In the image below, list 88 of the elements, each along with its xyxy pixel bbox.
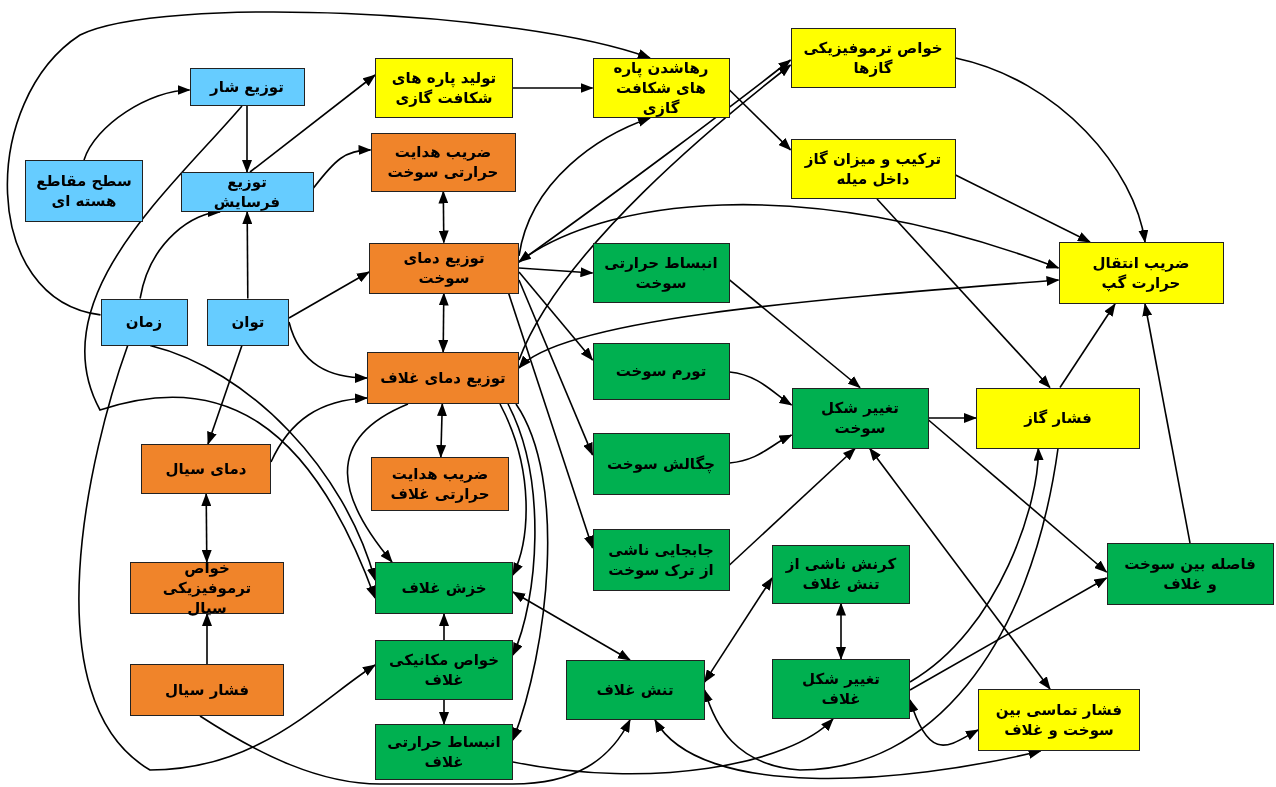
process-box: فشار سیال [130,664,284,716]
process-box: خواص ترموفیزیکی سیال [130,562,284,614]
process-box: خواص مکانیکی غلاف [375,640,513,700]
arrow [954,57,1148,243]
arrow [242,105,252,173]
process-box: ضریب هدایت حرارتی غلاف [371,457,509,511]
arrow [703,577,773,683]
process-box: خواص ترموفیزیکی گازها [790,28,956,88]
arrow [728,447,856,566]
process-box: چگالش سوخت [592,433,730,495]
arrow [439,699,449,725]
arrow [518,64,792,361]
process-box: سطح مقاطع هسته ای [25,160,143,222]
arrow [728,89,792,151]
arrow [83,105,376,599]
arrow [512,403,549,741]
process-box: انبساط حرارتی غلاف [375,724,513,780]
arrow [518,275,1060,369]
process-box: توان [207,298,289,346]
arrow [249,74,376,173]
process-box: ترکیب و میزان گاز داخل میله [790,139,956,199]
arrow [207,344,243,445]
arrow [927,413,977,423]
arrow [439,613,449,641]
process-box: کرنش ناشی از تنش غلاف [772,544,910,604]
arrow [518,267,594,278]
process-box: تولید پاره های شکافت گازی [375,58,513,118]
arrow [78,344,376,771]
arrow [346,403,409,563]
arrow [288,321,368,383]
process-box: تغییر شکل غلاف [772,659,910,719]
arrow [499,403,527,576]
process-box: رهاشدن پاره های شکافت گازی [592,58,730,118]
arrow [312,145,372,189]
arrow [507,403,536,656]
arrow [270,393,368,463]
arrow [1059,303,1116,389]
process-box: توزیع دمای غلاف [367,352,519,404]
arrow [518,117,651,257]
process-box: انبساط حرارتی سوخت [592,243,730,303]
arrow [518,204,1060,269]
arrow [438,292,449,353]
arrow [518,59,792,263]
arrow [836,602,846,660]
arrow [954,174,1091,243]
arrow [512,83,594,93]
arrow [909,699,979,746]
process-box: تنش غلاف [565,660,705,720]
arrow [927,419,1108,573]
process-box: توزیع فرسایش [180,172,314,212]
arrow [876,198,1051,389]
process-box: ضریب انتقال حرارت گپ [1058,242,1224,304]
arrow [909,577,1108,691]
process-box: زمان [100,298,188,346]
arrow [512,718,834,775]
process-box: توزیع شار [189,68,305,106]
arrow [202,613,212,665]
arrow [728,279,861,389]
arrow [149,344,377,581]
process-box: ضریب هدایت حرارتی سوخت [370,132,516,192]
process-box: دمای سیال [141,444,271,494]
process-box: فشار گاز [976,387,1140,449]
arrow [703,447,1059,771]
arrow [909,447,1043,683]
arrow [654,719,1042,780]
arrow [518,279,594,456]
process-box: فاصله بین سوخت و غلاف [1106,543,1274,605]
process-box: توزیع دمای سوخت [369,242,519,294]
process-box: تغییر شکل سوخت [791,387,929,449]
process-box: فشار تماسی بین سوخت و غلاف [978,689,1140,751]
arrow [507,292,594,549]
process-box: خزش غلاف [375,562,513,614]
arrow [728,371,793,406]
arrow [512,591,631,661]
process-box: جابجایی ناشی از ترک سوخت [592,529,730,591]
arrow [518,271,594,361]
arrow [728,434,793,464]
arrow [199,715,631,785]
arrow [6,11,651,316]
arrow [1142,303,1191,544]
arrow [288,271,370,319]
process-box: تورم سوخت [592,342,730,400]
arrow [83,85,191,161]
arrow [242,211,253,300]
arrow [869,447,1051,690]
arrow [436,403,447,458]
arrow [438,190,449,244]
arrow [201,493,212,563]
